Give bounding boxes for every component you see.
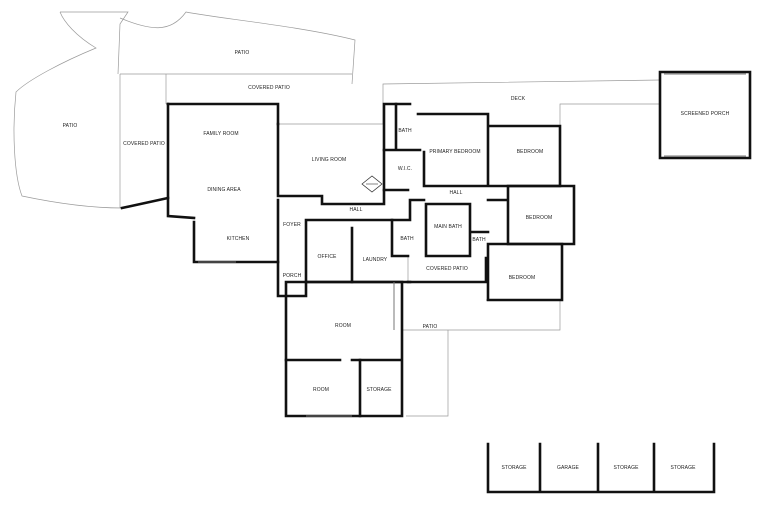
label-patio-south: PATIO (422, 324, 438, 330)
wall-foyer (276, 260, 308, 298)
wall-room (284, 280, 404, 418)
label-kitchen: KITCHEN (226, 236, 250, 242)
label-dining-area: DINING AREA (207, 187, 241, 193)
wall-dining-west (166, 196, 196, 220)
patio-top-outline (60, 11, 356, 85)
wall-storage-block (486, 442, 716, 494)
label-storage-1: STORAGE (501, 465, 527, 471)
outdoor-outlines (13, 11, 661, 417)
label-storage-2: STORAGE (613, 465, 639, 471)
wall-screened-porch (658, 70, 752, 160)
wall-kitchen-south (192, 198, 280, 264)
label-bedroom-se: BEDROOM (508, 275, 536, 281)
wall-bedroom-east (486, 184, 576, 246)
patio-west-outline (13, 11, 123, 209)
label-porch: PORCH (282, 273, 302, 279)
deck-outline (559, 80, 661, 126)
label-bath-primary: BATH (398, 128, 412, 134)
label-office: OFFICE (317, 254, 337, 260)
patio-south-outline (401, 282, 561, 417)
label-deck: DECK (510, 96, 526, 102)
label-storage-3: STORAGE (670, 465, 696, 471)
label-storage-south: STORAGE (366, 387, 392, 393)
label-bedroom-ne: BEDROOM (516, 149, 544, 155)
label-hall-east: HALL (449, 190, 463, 196)
wall-primary (382, 102, 562, 192)
label-covered-patio-west: COVERED PATIO (123, 141, 165, 147)
covered-patio-top-outline (166, 79, 661, 125)
label-foyer: FOYER (283, 222, 301, 228)
label-bath-small: BATH (400, 236, 414, 242)
label-main-bath: MAIN BATH (434, 224, 462, 230)
wall-laundry-bath (350, 218, 412, 284)
label-garage: GARAGE (557, 465, 579, 471)
label-patio-west: PATIO (62, 123, 78, 129)
label-bath-east: BATH (472, 237, 486, 243)
label-family-room: FAMILY ROOM (203, 131, 239, 137)
label-room-south: ROOM (313, 387, 329, 393)
wall-family-west (120, 102, 170, 210)
label-covered-patio-center: COVERED PATIO (426, 266, 468, 272)
wall-living (276, 122, 386, 206)
label-screened-porch: SCREENED PORCH (680, 111, 730, 117)
wall-covered-patio-center (406, 256, 488, 284)
label-patio-top: PATIO (234, 50, 250, 56)
label-laundry: LAUNDRY (362, 257, 388, 263)
label-covered-patio-top: COVERED PATIO (248, 85, 290, 91)
label-living-room: LIVING ROOM (311, 157, 347, 163)
label-wic: W.I.C. (397, 166, 413, 172)
label-room: ROOM (335, 323, 351, 329)
wall-main-bath (424, 202, 490, 258)
wall-room-divider (284, 358, 362, 418)
walls (120, 70, 752, 494)
wall-family-north (166, 102, 280, 126)
openings (198, 73, 746, 417)
wall-bedroom-se (486, 242, 564, 302)
label-primary-bedroom: PRIMARY BEDROOM (429, 149, 481, 155)
label-hall-center: HALL (349, 207, 363, 213)
fireplace-icon (361, 175, 383, 193)
wall-bath-wic (382, 102, 422, 152)
label-bedroom-east: BEDROOM (525, 215, 553, 221)
